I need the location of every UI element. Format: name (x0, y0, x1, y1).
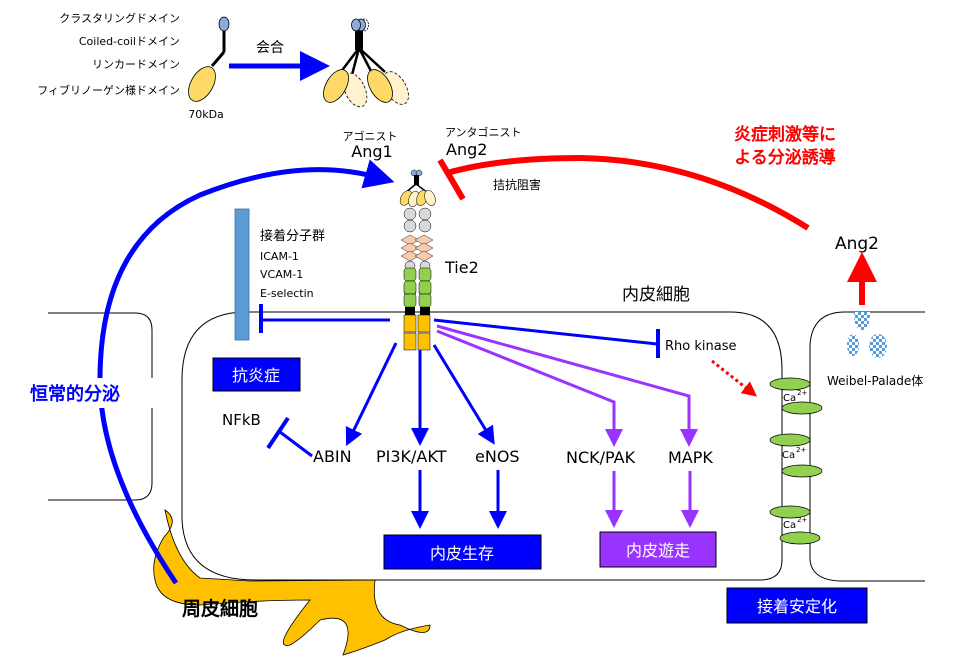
agonist-note: アゴニスト (343, 129, 398, 143)
endothelial-cell-label: 内皮細胞 (622, 285, 690, 305)
coiled-coil-domain-label: Coiled-coilドメイン (79, 35, 180, 48)
antagonist-note: アンタゴニスト (445, 125, 522, 139)
svg-text:2+: 2+ (796, 446, 806, 454)
clustering-domain-label: クラスタリングドメイン (59, 11, 180, 25)
weibel-palade-label: Weibel-Palade体 (827, 374, 923, 388)
rho-kinase-label: Rho kinase (665, 339, 736, 354)
adhesion-molecule-vcam1: VCAM-1 (260, 268, 303, 281)
induced-secretion-label-line1: 炎症刺激等に (734, 124, 836, 145)
calcium-label-2: Ca 2+ (782, 446, 806, 461)
svg-text:2+: 2+ (797, 516, 807, 524)
fibrinogen-domain-label: フィブリノーゲン様ドメイン (37, 83, 180, 97)
antagonism-label: 拮抗阻害 (493, 177, 541, 192)
enos-label: eNOS (475, 447, 520, 466)
ang-monomer-icon (188, 16, 230, 102)
rho-effect-dotted-arrow (711, 359, 758, 397)
pericyte-label: 周皮細胞 (182, 597, 258, 620)
ang1-label: Ang1 (351, 142, 392, 161)
enos-arrow (432, 344, 495, 445)
adhesion-molecule-icam1: ICAM-1 (260, 250, 299, 263)
mapk-label: MAPK (668, 448, 713, 467)
endothelial-migration-box: 内皮遊走 (599, 531, 717, 568)
rho-inhibition-line (433, 318, 658, 346)
ang-multimer-icon (323, 18, 409, 108)
svg-text:Ca: Ca (783, 393, 796, 404)
pi3k-akt-label: PI3K/AKT (376, 447, 447, 466)
endothelial-survival-label: 内皮生存 (430, 544, 494, 563)
abin-arrow (345, 342, 398, 447)
linker-domain-label: リンカードメイン (92, 58, 180, 71)
tie2-label: Tie2 (444, 258, 479, 277)
adhesion-stabilization-label: 接着安定化 (757, 597, 837, 616)
adhesion-molecule-eselectin: E-selectin (260, 287, 314, 300)
induced-secretion-label-line2: よる分泌誘導 (734, 147, 836, 168)
calcium-label-3: Ca 2+ (783, 516, 807, 531)
svg-text:Ca: Ca (782, 450, 795, 461)
anti-inflammation-box: 抗炎症 (212, 357, 301, 392)
secretion-label-bg (10, 378, 175, 408)
nck-arrow (436, 329, 623, 447)
endothelial-survival-box: 内皮生存 (383, 534, 542, 570)
monomer-size-label: 70kDa (188, 108, 224, 121)
adhesion-group-label: 接着分子群 (260, 228, 325, 244)
endothelial-migration-label: 内皮遊走 (626, 541, 690, 560)
released-ang2-label: Ang2 (835, 234, 879, 254)
nfkb-inhibition-bar (266, 416, 290, 450)
ang2-label: Ang2 (446, 140, 487, 159)
calcium-label-1: Ca 2+ (783, 389, 807, 404)
nck-pak-label: NCK/PAK (566, 448, 636, 467)
weibel-palade-bodies (847, 312, 887, 358)
cell-junction-proteins (769, 377, 823, 545)
abin-label: ABIN (313, 447, 352, 466)
svg-text:Ca: Ca (783, 520, 796, 531)
mapk-arrow (436, 324, 698, 447)
pericyte-cell (153, 509, 431, 656)
nfkb-inhibition-line (279, 430, 313, 458)
adhesion-molecule-bar (234, 208, 250, 341)
ang2-inhibition-arc (446, 154, 810, 231)
anti-inflammation-label: 抗炎症 (232, 366, 280, 385)
tie2-receptor-icon (399, 169, 436, 351)
svg-text:2+: 2+ (797, 389, 807, 397)
adhesion-stabilization-box: 接着安定化 (726, 587, 868, 624)
endothelial-cell-membrane (181, 311, 783, 581)
assembly-label: 会合 (256, 40, 284, 56)
constitutive-secretion-arc (97, 159, 395, 585)
right-cell-membrane (809, 311, 925, 582)
ang2-inhibition-bar (437, 158, 466, 201)
nfkb-label: NFkB (222, 411, 261, 429)
constitutive-secretion-label: 恒常的分泌 (30, 383, 120, 405)
